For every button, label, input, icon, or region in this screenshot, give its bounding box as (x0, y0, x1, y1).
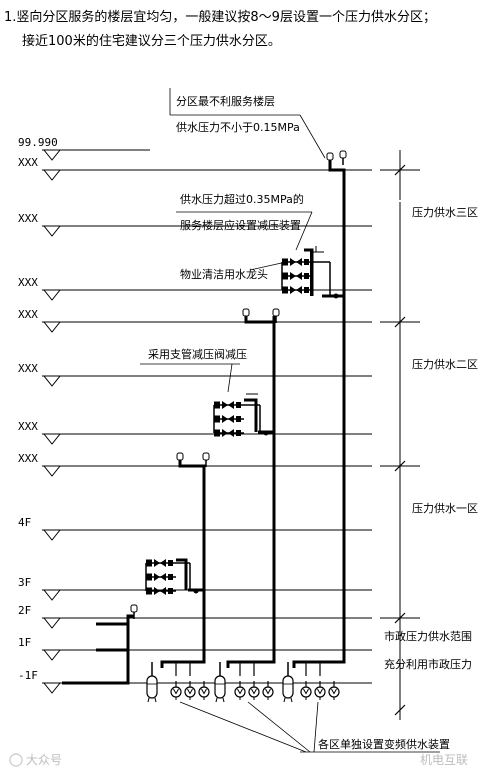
level-marker-icon (43, 169, 61, 181)
level-marker-icon (43, 465, 61, 477)
level-marker-icon (43, 433, 61, 445)
pump-station-zone3 (282, 661, 340, 703)
zone3-prv-branches (281, 246, 339, 299)
level-marker-icon (43, 589, 61, 601)
level-marker-icon (43, 149, 61, 161)
level-marker-icon (43, 321, 61, 333)
level-marker-icon (43, 682, 61, 694)
annotation-worst-floor: 分区最不利服务楼层 (176, 94, 275, 108)
municipal-label-1: 市政压力供水范围 (384, 629, 472, 643)
tap-icon-zone3 (339, 150, 347, 166)
level-marker-icon (43, 529, 61, 541)
watermark: 大众号 机电互联 (9, 753, 468, 767)
svg-text:大众号: 大众号 (26, 753, 62, 767)
annotation-branch-prv: 采用支管减压阀减压 (148, 347, 247, 361)
note-line-1: 1.竖向分区服务的楼层宜均匀，一般建议按8～9层设置一个压力供水分区； (4, 10, 436, 25)
zone-dimension-line (380, 150, 420, 720)
level-marker-icon (43, 649, 61, 661)
zone-label-3: 压力供水三区 (412, 205, 478, 219)
level-label: XXX (18, 156, 38, 169)
level-label: XXX (18, 452, 38, 465)
level-label: -1F (18, 669, 38, 682)
annotation-min-pressure: 供水压力不小于0.15MPa (176, 120, 300, 134)
svg-text:机电互联: 机电互联 (420, 753, 468, 767)
level-label: XXX (18, 276, 38, 289)
level-marker-icon (43, 225, 61, 237)
annotation-cleaning-tap: 物业清洁用水龙头 (180, 267, 268, 281)
level-label: XXX (18, 420, 38, 433)
annotation-over-pressure: 供水压力超过0.35MPa的 (180, 192, 304, 206)
zone2-riser (226, 316, 276, 668)
floor-lines (42, 149, 372, 684)
zone-label-1: 压力供水一区 (412, 501, 478, 515)
zone2-prv-branches (213, 393, 269, 438)
pump-station-zone1 (146, 661, 210, 703)
annotation-booster-set: 各区单独设置变频供水装置 (318, 737, 450, 751)
level-label: XXX (18, 308, 38, 321)
municipal-label-2: 充分利用市政压力 (384, 657, 472, 671)
level-label: 2F (18, 604, 31, 617)
level-label: 99.990 (18, 136, 58, 149)
level-marker-icon (43, 375, 61, 387)
pump-station-zone2 (214, 661, 274, 703)
annotation-prv-required: 服务楼层应设置减压装置 (180, 218, 301, 232)
zone-label-2: 压力供水二区 (412, 357, 478, 371)
level-label: XXX (18, 362, 38, 375)
level-label: 1F (18, 636, 31, 649)
municipal-supply-pipe (62, 614, 134, 685)
note-line-2: 接近100米的住宅建议分三个压力供水分区。 (22, 34, 281, 49)
bottom-leaders (179, 701, 440, 753)
level-label: 4F (18, 516, 31, 529)
level-label: 3F (18, 576, 31, 589)
zone1-prv-branches (145, 558, 199, 596)
level-marker-icon (43, 289, 61, 301)
level-label: XXX (18, 212, 38, 225)
level-marker-icon (43, 617, 61, 629)
